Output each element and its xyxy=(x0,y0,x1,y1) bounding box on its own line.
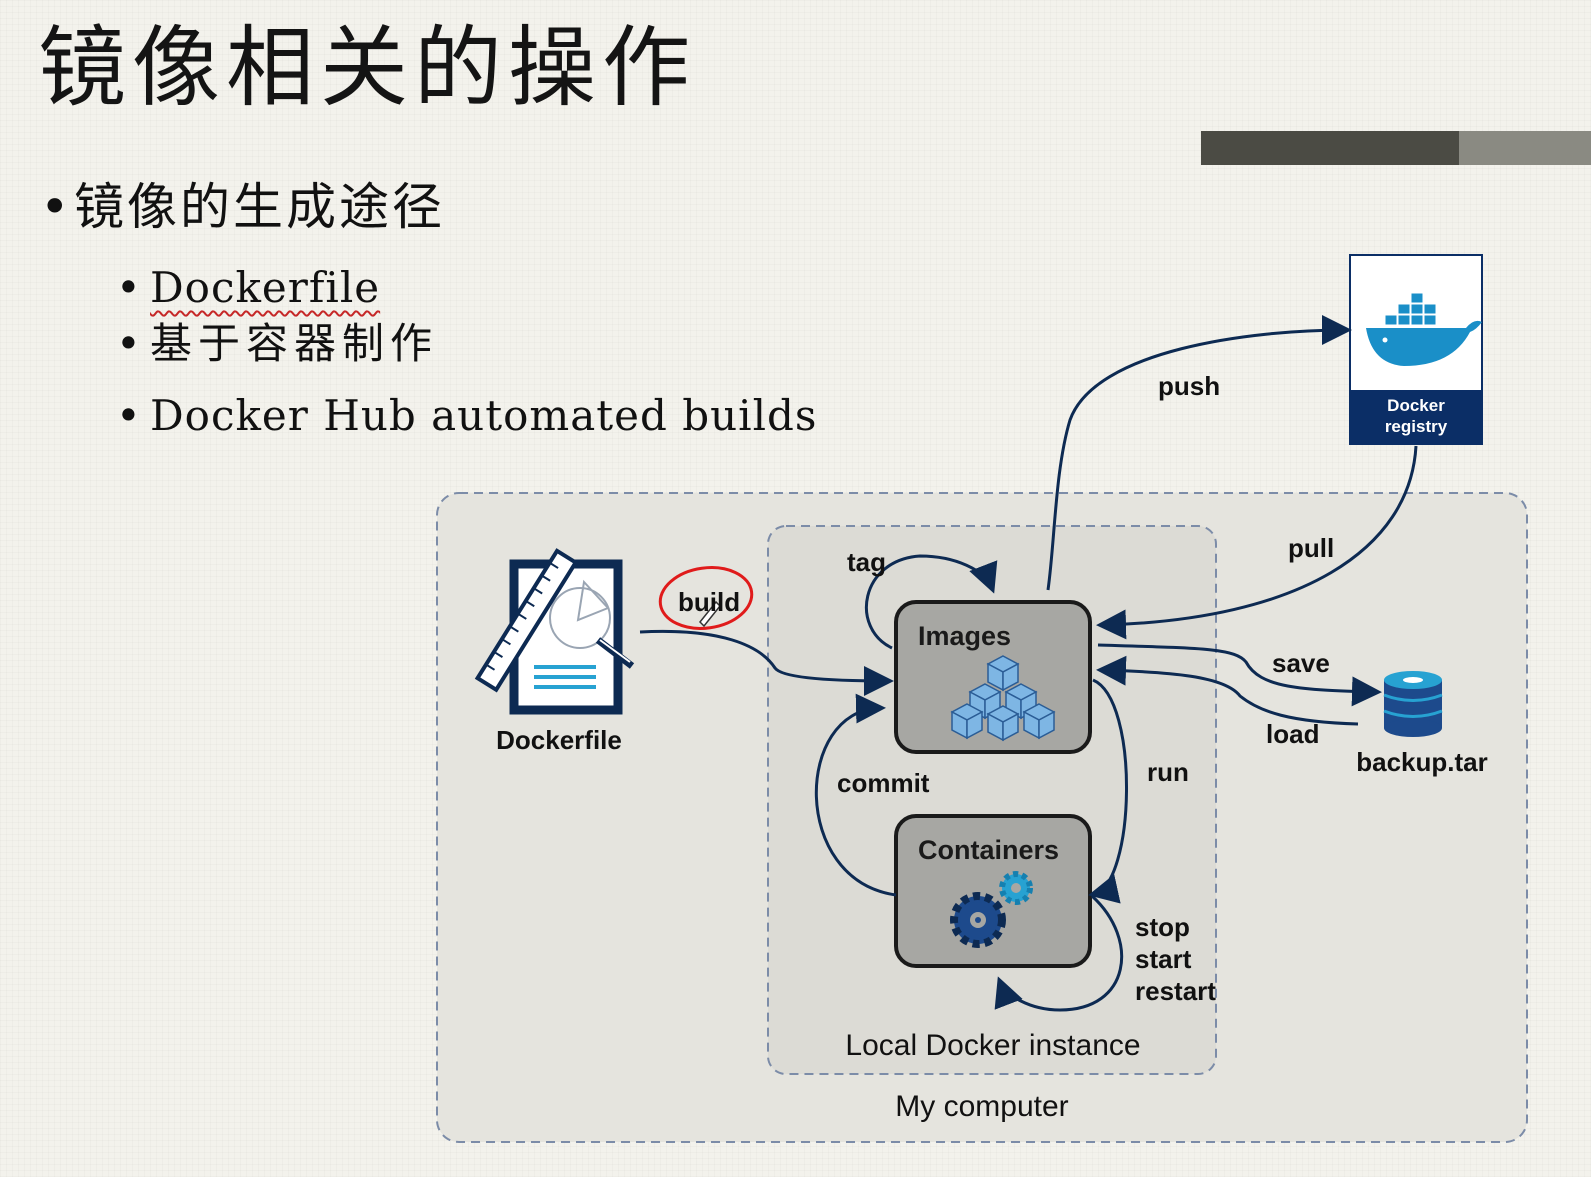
local-docker-instance-label: Local Docker instance xyxy=(845,1029,1140,1062)
bullet-sub-text: Dockerfile xyxy=(150,263,381,312)
containers-node: Containers xyxy=(894,814,1092,968)
run-arrow xyxy=(1088,678,1128,904)
images-node: Images xyxy=(894,600,1092,754)
title-accent-bar-light xyxy=(1459,131,1591,165)
backup-node: backup.tar xyxy=(1356,671,1488,777)
small-gear-icon xyxy=(999,871,1033,905)
push-label: push xyxy=(1158,371,1220,401)
bullet-sub-hub: •Docker Hub automated builds xyxy=(116,388,817,444)
cursor-icon xyxy=(698,600,722,628)
gear-icon xyxy=(950,892,1006,948)
slide-title: 镜像相关的操作 xyxy=(38,16,697,119)
backup-label: backup.tar xyxy=(1356,747,1488,777)
bullet-dot-icon: • xyxy=(116,391,142,440)
pull-arrow xyxy=(1096,445,1418,640)
tag-label: tag xyxy=(847,547,886,577)
registry-label-line1: Docker xyxy=(1387,396,1445,415)
dockerfile-label: Dockerfile xyxy=(496,725,622,755)
containers-label: Containers xyxy=(918,835,1059,865)
bullet-main-text: 镜像的生成途径 xyxy=(74,178,445,236)
bullet-sub-text: Docker Hub automated builds xyxy=(150,391,818,440)
pull-label: pull xyxy=(1288,533,1334,563)
tag-arrow xyxy=(864,554,998,650)
stop-start-restart-arrow xyxy=(994,894,1124,1012)
save-arrow xyxy=(1097,643,1382,707)
dockerfile-node: Dockerfile xyxy=(474,548,635,755)
images-label: Images xyxy=(918,621,1011,651)
start-label: start xyxy=(1135,944,1192,974)
title-accent-bar-dark xyxy=(1201,131,1459,165)
dockerfile-icon xyxy=(474,548,635,715)
bullet-sub-container: •基于容器制作 xyxy=(116,316,438,372)
cubes-icon xyxy=(950,655,1056,742)
load-arrow xyxy=(1096,655,1359,726)
annotation-circle xyxy=(658,566,754,630)
push-arrow xyxy=(1046,315,1352,591)
restart-label: restart xyxy=(1135,976,1216,1006)
database-icon xyxy=(1383,671,1443,737)
bullet-dot-icon: • xyxy=(40,178,73,236)
build-arrow xyxy=(639,629,894,696)
save-label: save xyxy=(1272,648,1330,678)
bullet-dot-icon: • xyxy=(116,263,142,312)
commit-label: commit xyxy=(837,768,930,798)
bullet-sub-text: 基于容器制作 xyxy=(150,319,439,368)
commit-arrow xyxy=(814,693,897,897)
bullet-dot-icon: • xyxy=(116,319,147,368)
build-label: build xyxy=(678,587,740,617)
registry-label-line2: registry xyxy=(1385,417,1448,436)
registry-node: Docker registry xyxy=(1349,254,1483,445)
bullet-main: •镜像的生成途径 xyxy=(40,172,445,242)
my-computer-label: My computer xyxy=(895,1090,1068,1123)
load-label: load xyxy=(1266,719,1319,749)
docker-whale-icon xyxy=(1366,292,1482,366)
title-accent-bar xyxy=(1201,131,1591,165)
run-label: run xyxy=(1147,757,1189,787)
bullet-sub-dockerfile: •Dockerfile xyxy=(116,260,380,316)
stop-label: stop xyxy=(1135,912,1190,942)
